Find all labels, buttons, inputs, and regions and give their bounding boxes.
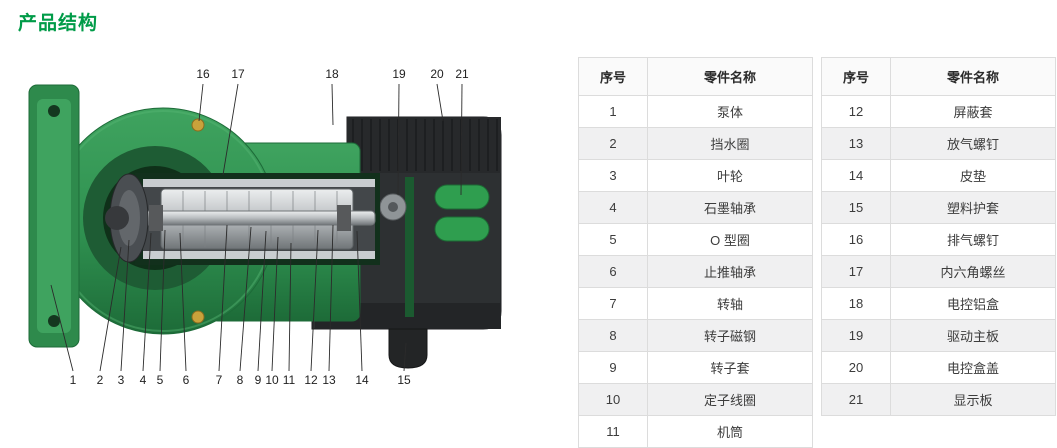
- callout-label-2: 2: [96, 373, 104, 387]
- part-number-cell: 17: [821, 255, 891, 288]
- callout-label-11: 11: [282, 373, 296, 387]
- part-number-cell: 19: [821, 319, 891, 352]
- callout-label-7: 7: [215, 373, 223, 387]
- part-name-cell: 电控铝盒: [890, 287, 1056, 320]
- callout-label-21: 21: [455, 67, 469, 81]
- callout-label-19: 19: [392, 67, 406, 81]
- callout-label-16: 16: [196, 67, 210, 81]
- part-name-cell: 止推轴承: [647, 255, 813, 288]
- part-number-cell: 7: [578, 287, 648, 320]
- part-number-cell: 1: [578, 95, 648, 128]
- callout-label-15: 15: [397, 373, 411, 387]
- part-number-cell: 8: [578, 319, 648, 352]
- part-number-cell: 15: [821, 191, 891, 224]
- column-header: 序号: [578, 57, 648, 96]
- part-name-cell: 定子线圈: [647, 383, 813, 416]
- callout-label-14: 14: [355, 373, 369, 387]
- part-name-cell: 塑料护套: [890, 191, 1056, 224]
- part-name-cell: 石墨轴承: [647, 191, 813, 224]
- part-number-cell: 12: [821, 95, 891, 128]
- part-name-cell: 驱动主板: [890, 319, 1056, 352]
- part-number-cell: 11: [578, 415, 648, 448]
- callout-label-12: 12: [304, 373, 318, 387]
- page-title: 产品结构: [18, 13, 99, 34]
- part-number-cell: 18: [821, 287, 891, 320]
- part-number-cell: 3: [578, 159, 648, 192]
- part-name-cell: 皮垫: [890, 159, 1056, 192]
- callout-label-4: 4: [139, 373, 147, 387]
- part-name-cell: 挡水圈: [647, 127, 813, 160]
- part-number-cell: 5: [578, 223, 648, 256]
- part-name-cell: 内六角螺丝: [890, 255, 1056, 288]
- callout-label-9: 9: [254, 373, 262, 387]
- part-number-cell: 21: [821, 383, 891, 416]
- callout-label-10: 10: [265, 373, 279, 387]
- part-name-cell: 电控盒盖: [890, 351, 1056, 384]
- column-header: 序号: [821, 57, 891, 96]
- column-header: 零件名称: [647, 57, 813, 96]
- part-number-cell: 4: [578, 191, 648, 224]
- table-header-row: 序号零件名称: [821, 57, 1056, 96]
- cutaway-internals-shape: [83, 118, 380, 324]
- callout-label-20: 20: [430, 67, 444, 81]
- part-number-cell: 9: [578, 351, 648, 384]
- part-name-cell: 转子套: [647, 351, 813, 384]
- callout-label-8: 8: [236, 373, 244, 387]
- part-name-cell: 排气螺钉: [890, 223, 1056, 256]
- callout-label-17: 17: [231, 67, 245, 81]
- part-number-cell: 20: [821, 351, 891, 384]
- part-name-cell: 屏蔽套: [890, 95, 1056, 128]
- pump-cutaway-art: [28, 83, 502, 372]
- column-header: 零件名称: [890, 57, 1056, 96]
- part-number-cell: 6: [578, 255, 648, 288]
- callout-label-3: 3: [117, 373, 125, 387]
- callout-label-1: 1: [69, 373, 77, 387]
- part-name-cell: 放气螺钉: [890, 127, 1056, 160]
- callout-label-18: 18: [325, 67, 339, 81]
- callout-label-13: 13: [322, 373, 336, 387]
- table-header-row: 序号零件名称: [578, 57, 813, 96]
- part-number-cell: 14: [821, 159, 891, 192]
- part-name-cell: 转轴: [647, 287, 813, 320]
- part-number-cell: 16: [821, 223, 891, 256]
- callout-leader-lines: [50, 83, 463, 372]
- part-name-cell: 转子磁钢: [647, 319, 813, 352]
- part-name-cell: O 型圈: [647, 223, 813, 256]
- callout-label-5: 5: [156, 373, 164, 387]
- part-name-cell: 叶轮: [647, 159, 813, 192]
- callout-label-6: 6: [182, 373, 190, 387]
- part-number-cell: 13: [821, 127, 891, 160]
- part-number-cell: 10: [578, 383, 648, 416]
- part-name-cell: 机筒: [647, 415, 813, 448]
- part-name-cell: 显示板: [890, 383, 1056, 416]
- part-name-cell: 泵体: [647, 95, 813, 128]
- part-number-cell: 2: [578, 127, 648, 160]
